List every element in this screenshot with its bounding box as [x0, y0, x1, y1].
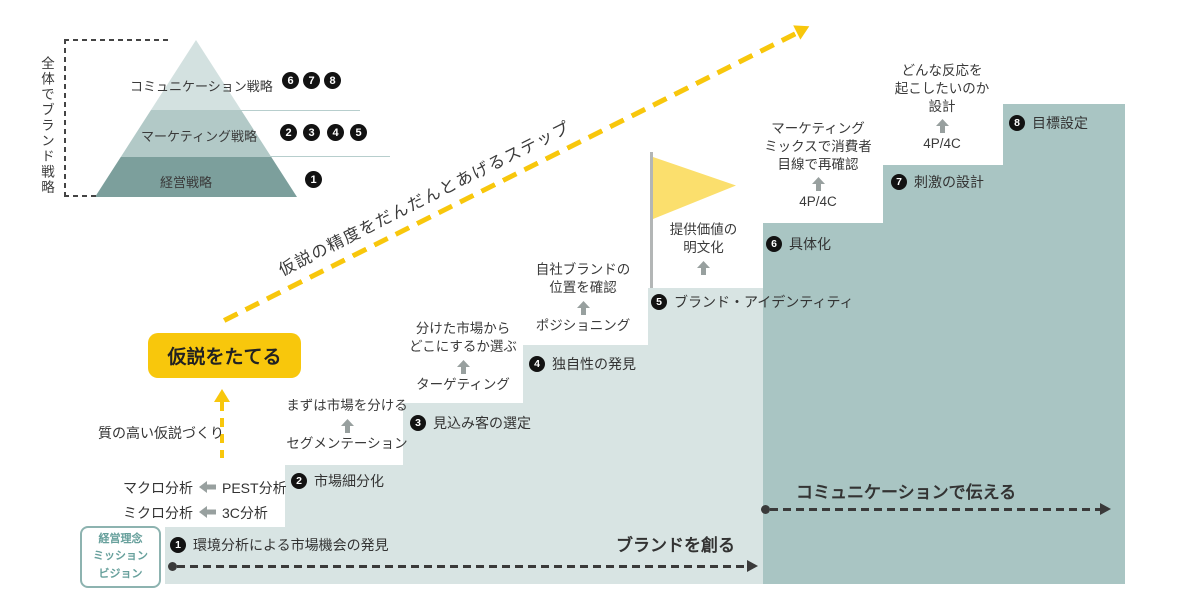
diagonal-arrow-label: 仮説の精度をだんだんとあげるステップ	[276, 118, 574, 280]
annotation-desc: 起こしたいのか	[894, 80, 990, 96]
phase-arrow-brand	[168, 560, 758, 572]
step-badge-3: 3	[410, 415, 426, 431]
annotation-step-7: どんな反応を 起こしたいのか 設計 4P/4C	[886, 62, 998, 153]
step-badge-2: 2	[291, 473, 307, 489]
step-text-6: 具体化	[789, 236, 831, 252]
step-text-3: 見込み客の選定	[433, 415, 531, 431]
annotation-step-4: 自社ブランドの 位置を確認 ポジショニング	[524, 261, 642, 334]
step-badge-5: 5	[651, 294, 667, 310]
bracket-bottom-line	[64, 195, 96, 197]
annotation-step-6: マーケティング ミックスで消費者 目線で再確認 4P/4C	[760, 120, 876, 211]
annotation-desc: 分けた市場から	[415, 321, 511, 336]
up-arrowhead	[214, 389, 230, 402]
up-arrow-icon	[811, 177, 825, 192]
step-text-4: 独自性の発見	[552, 356, 636, 372]
step-label-3: 3 見込み客の選定	[410, 413, 531, 433]
annotation-desc: 位置を確認	[549, 279, 617, 295]
hypothesis-note: 質の高い仮説づくり	[98, 425, 224, 441]
up-arrow-icon	[697, 260, 710, 275]
step-label-7: 7 刺激の設計	[891, 172, 984, 192]
goal-flag-pole	[650, 152, 653, 288]
step-text-8: 目標設定	[1032, 115, 1088, 131]
analysis-macro-label: マクロ分析	[123, 480, 193, 496]
analysis-row-micro: ミクロ分析 3C分析	[123, 503, 268, 523]
step-text-2: 市場細分化	[314, 473, 384, 489]
pyramid-divider-line-2	[270, 156, 390, 157]
step-badge-6: 6	[766, 236, 782, 252]
annotation-keyword: 4P/4C	[799, 194, 837, 210]
foundation-line-1: 経営理念	[98, 533, 143, 546]
phase-label-brand: ブランドを創る	[616, 536, 735, 555]
step-text-7: 刺激の設計	[914, 174, 984, 190]
pyramid-badge-3: 3	[303, 124, 320, 141]
annotation-keyword: ポジショニング	[535, 317, 631, 333]
foundation-line-2: ミッション	[93, 550, 148, 563]
up-arrow-icon	[935, 119, 949, 134]
left-arrow-icon	[199, 480, 216, 496]
step-label-8: 8 目標設定	[1009, 113, 1088, 133]
vertical-dashed-arrow	[220, 402, 224, 458]
phase-label-communication: コミュニケーションで伝える	[796, 483, 1017, 502]
analysis-3c-label: 3C分析	[222, 505, 268, 521]
annotation-step-2: まずは市場を分ける セグメンテーション	[284, 397, 410, 453]
goal-flag-icon	[653, 157, 736, 219]
pyramid-badge-2: 2	[280, 124, 297, 141]
annotation-keyword: ターゲティング	[416, 376, 510, 392]
annotation-desc: どんな反応を	[901, 63, 983, 78]
pyramid-badge-8: 8	[324, 72, 341, 89]
annotation-desc: マーケティング	[771, 121, 865, 136]
pyramid-layer-management	[95, 157, 297, 197]
step-region-5	[648, 288, 763, 584]
annotation-desc: 自社ブランドの	[535, 262, 631, 277]
annotation-desc: 目線で再確認	[777, 156, 859, 172]
annotation-step-5: 提供価値の 明文化	[656, 221, 751, 277]
pyramid-label-communication: コミュニケーション戦略	[130, 79, 273, 94]
analysis-micro-label: ミクロ分析	[123, 505, 193, 521]
step-badge-1: 1	[170, 537, 186, 553]
annotation-desc: 提供価値の	[669, 222, 738, 237]
pyramid-badge-7: 7	[303, 72, 320, 89]
pyramid-badge-5: 5	[350, 124, 367, 141]
step-text-5: ブランド・アイデンティティ	[674, 294, 854, 310]
step-label-2: 2 市場細分化	[291, 471, 384, 491]
step-badge-7: 7	[891, 174, 907, 190]
step-badge-8: 8	[1009, 115, 1025, 131]
side-caption: 全体でブランド戦略	[39, 56, 54, 196]
up-arrow-icon	[340, 418, 354, 433]
annotation-keyword: 4P/4C	[923, 136, 961, 152]
pyramid-layer-communication	[95, 40, 297, 110]
step-label-1: 1 環境分析による市場機会の発見	[170, 535, 389, 555]
analysis-row-macro: マクロ分析 PEST分析	[123, 478, 287, 498]
step-text-1: 環境分析による市場機会の発見	[193, 537, 389, 553]
pyramid-badge-1: 1	[305, 171, 322, 188]
annotation-desc: 明文化	[683, 239, 724, 255]
hypothesis-box: 仮説をたてる	[148, 333, 301, 378]
annotation-keyword: セグメンテーション	[286, 435, 408, 451]
bracket-top-line	[64, 39, 172, 41]
annotation-desc: ミックスで消費者	[764, 138, 872, 154]
up-arrow-icon	[456, 359, 470, 374]
phase-arrow-communication	[761, 503, 1111, 515]
step-label-5: 5 ブランド・アイデンティティ	[651, 292, 854, 312]
step-label-4: 4 独自性の発見	[529, 354, 636, 374]
foundation-line-3: ビジョン	[98, 567, 143, 580]
annotation-desc: まずは市場を分ける	[286, 398, 408, 413]
step-badge-4: 4	[529, 356, 545, 372]
pyramid-label-management: 経営戦略	[160, 175, 213, 190]
annotation-desc: 設計	[928, 98, 956, 114]
foundation-box: 経営理念 ミッション ビジョン	[80, 526, 161, 588]
analysis-pest-label: PEST分析	[222, 480, 287, 496]
pyramid-badge-4: 4	[327, 124, 344, 141]
pyramid-divider-line-1	[240, 110, 360, 111]
step-label-6: 6 具体化	[766, 234, 831, 254]
up-arrow-icon	[576, 300, 590, 315]
annotation-desc: どこにするか選ぶ	[409, 338, 517, 354]
pyramid-label-marketing: マーケティング戦略	[141, 129, 257, 144]
pyramid-badge-6: 6	[282, 72, 299, 89]
annotation-step-3: 分けた市場から どこにするか選ぶ ターゲティング	[404, 320, 522, 393]
left-arrow-icon	[199, 505, 216, 521]
bracket-vertical-line	[64, 39, 66, 197]
